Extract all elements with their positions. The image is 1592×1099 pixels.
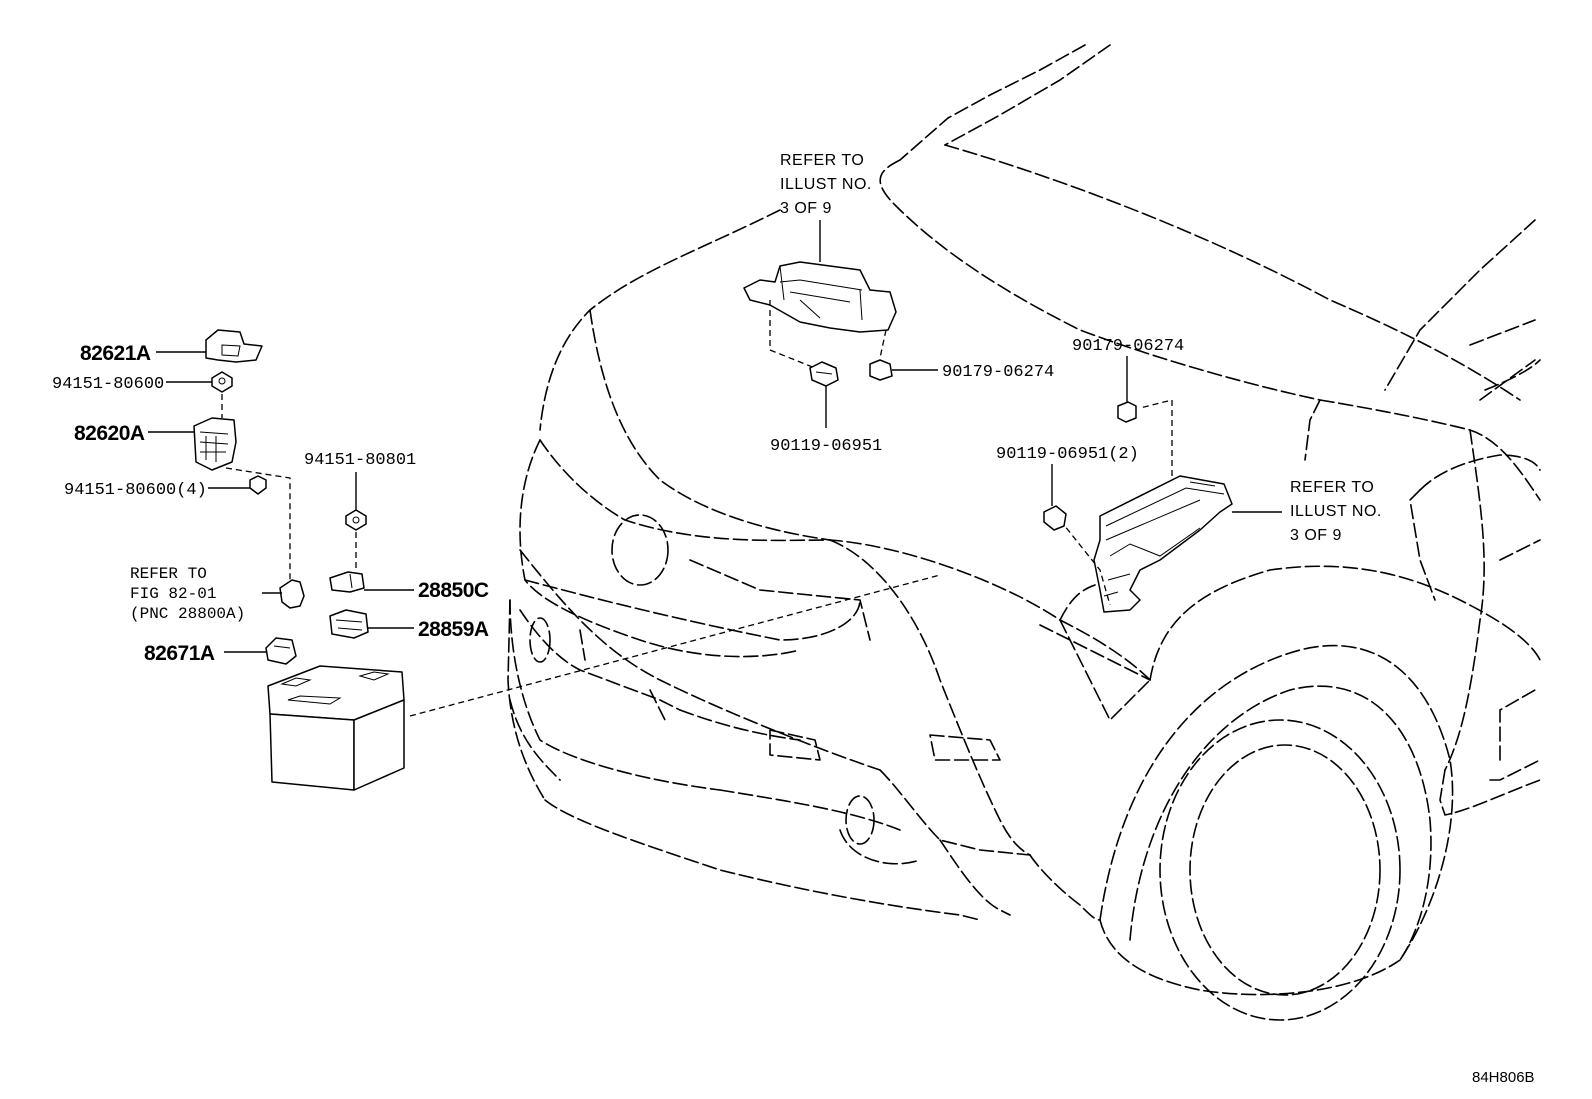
diagram-code: 84H806B <box>1472 1069 1535 1086</box>
label-94151-80801: 94151-80801 <box>304 451 416 470</box>
leader-right-module-bolt <box>1059 519 1111 606</box>
vehicle-outline <box>507 44 1541 1021</box>
label-90179-06274-top: 90179-06274 <box>942 363 1054 382</box>
label-90179-06274-right: 90179-06274 <box>1072 337 1184 356</box>
part-82621A-shape <box>205 329 263 363</box>
part-94151-80600-4-shape <box>249 475 267 495</box>
note-refer-fig-line3: (PNC 28800A) <box>130 605 245 623</box>
fusible-link-shape <box>279 579 305 609</box>
battery <box>267 665 405 791</box>
label-28859A: 28859A <box>418 618 489 641</box>
right-module-shape <box>1093 475 1233 613</box>
label-82621A: 82621A <box>80 342 151 365</box>
note-refer-right-line3: 3 OF 9 <box>1290 527 1342 544</box>
part-82671A-shape <box>265 637 297 665</box>
part-28850C-shape <box>329 571 365 593</box>
note-refer-right-line2: ILLUST NO. <box>1290 503 1382 520</box>
label-90119-06951: 90119-06951 <box>770 437 882 456</box>
label-94151-80600: 94151-80600 <box>52 375 164 394</box>
note-refer-right-line1: REFER TO <box>1290 479 1374 496</box>
note-refer-fig-line1: REFER TO <box>130 565 207 583</box>
note-refer-right: REFER TO ILLUST NO. 3 OF 9 <box>1290 479 1382 544</box>
label-82671A: 82671A <box>144 642 215 665</box>
part-90179-06274-top-shape <box>869 359 893 381</box>
part-90119-06951-2-shape <box>1043 505 1067 531</box>
note-refer-fig: REFER TO FIG 82-01 (PNC 28800A) <box>130 565 245 623</box>
note-refer-top-line1: REFER TO <box>780 152 864 169</box>
part-28859A-shape <box>329 609 369 639</box>
top-module-shape <box>743 261 897 333</box>
part-94151-80600-shape <box>211 371 233 393</box>
battery-leader <box>409 574 941 717</box>
label-82620A: 82620A <box>74 422 145 445</box>
label-90119-06951-2: 90119-06951(2) <box>996 445 1139 464</box>
part-94151-80801-shape <box>345 509 367 531</box>
label-94151-80600-4: 94151-80600(4) <box>64 481 207 500</box>
note-refer-top-line3: 3 OF 9 <box>780 200 832 217</box>
leader-top-module-bolt <box>769 300 821 371</box>
note-refer-top: REFER TO ILLUST NO. 3 OF 9 <box>780 152 872 217</box>
leader-top-module-nut <box>879 329 887 359</box>
leader-right-module-nut <box>1139 399 1173 476</box>
part-90119-06951-shape <box>809 361 839 387</box>
note-refer-top-line2: ILLUST NO. <box>780 176 872 193</box>
part-90179-06274-right-shape <box>1117 401 1137 423</box>
note-refer-fig-line2: FIG 82-01 <box>130 585 216 603</box>
label-28850C: 28850C <box>418 579 489 602</box>
part-82620A-shape <box>193 417 237 471</box>
leader-82620A-down <box>225 467 291 585</box>
